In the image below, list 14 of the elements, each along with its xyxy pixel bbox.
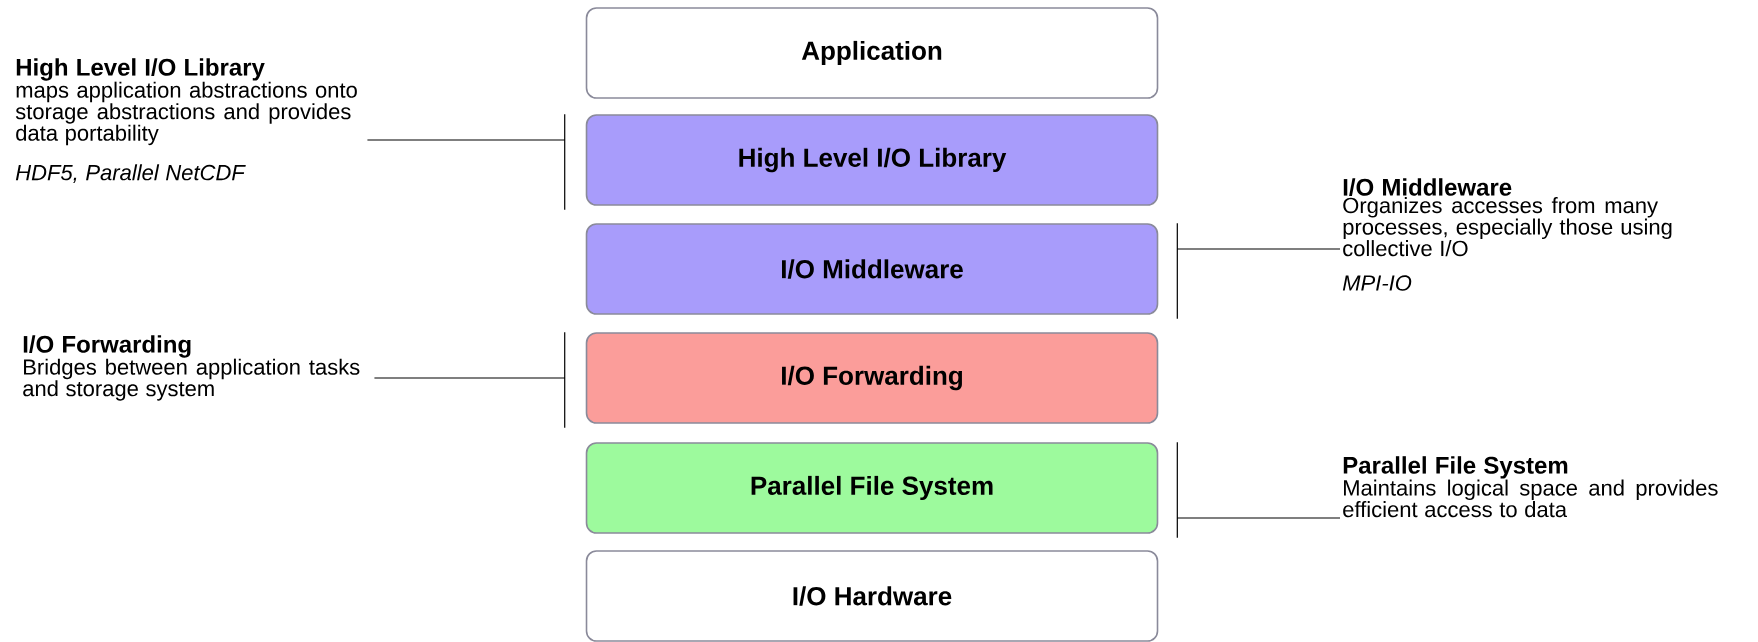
layer-box: I/O Middleware xyxy=(585,223,1159,315)
layer-box: Parallel File System xyxy=(585,442,1159,534)
layer-box: I/O Forwarding xyxy=(585,332,1159,424)
annotation-text: I/O Forwarding Bridges between application tasks and storage system xyxy=(23,335,360,401)
annotation-text: I/O Middleware Organizes accesses from many processes, especially those using collective I/O MPI-IO xyxy=(1342,178,1672,291)
layer-box: I/O Hardware xyxy=(585,550,1159,642)
leader-line xyxy=(373,331,566,429)
leader-line xyxy=(1176,441,1341,539)
annotation-text: High Level I/O Library maps application abstractions onto storage abstractions and provides data portability HDF5, Parallel NetCDF xyxy=(15,58,357,183)
layer-box: High Level I/O Library xyxy=(585,114,1159,206)
leader-line xyxy=(366,113,566,211)
leader-line xyxy=(1176,222,1341,320)
annotation-text: Parallel File System Maintains logical space and provides efficient access to data xyxy=(1343,456,1718,518)
layer-box: Application xyxy=(585,7,1159,99)
